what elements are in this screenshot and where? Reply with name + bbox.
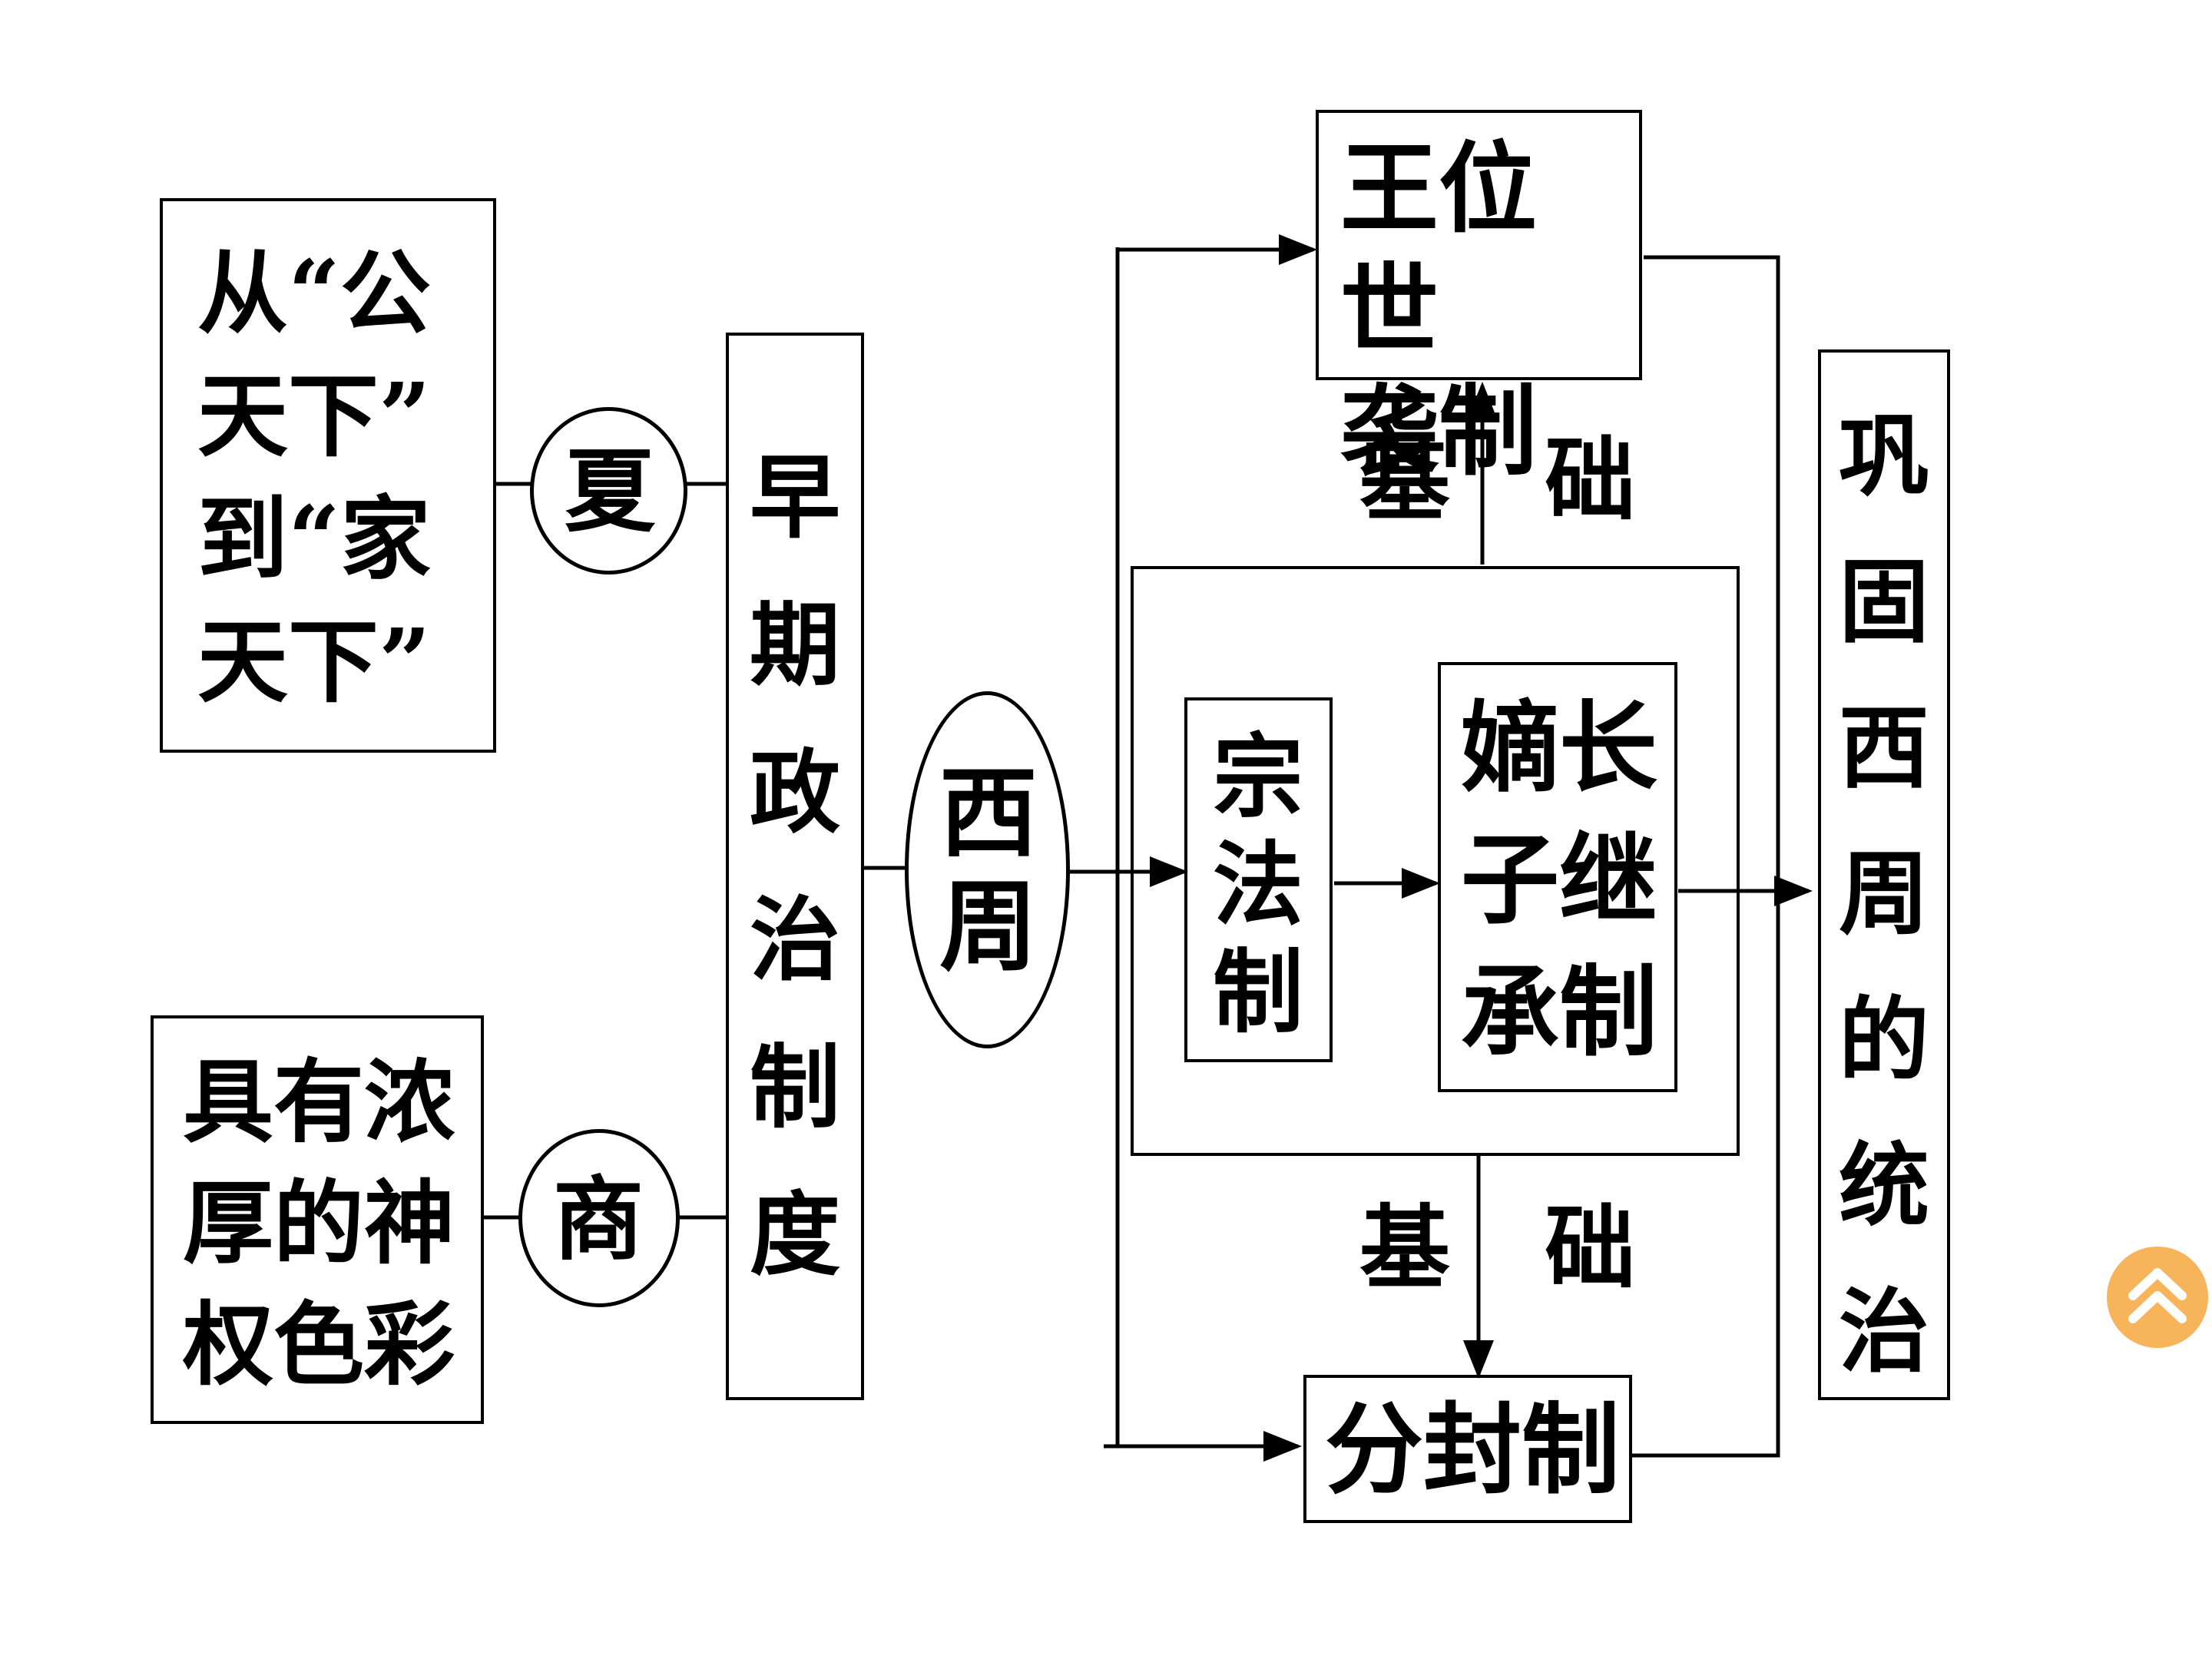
box-enfeoffment: 分封制 — [1303, 1375, 1632, 1523]
xia-oval: 夏 — [530, 407, 687, 575]
box-clan-law: 宗法制 — [1184, 697, 1333, 1062]
scroll-top-button[interactable] — [2107, 1247, 2208, 1348]
shang-oval: 商 — [518, 1129, 680, 1307]
label-clan-law: 宗法制 — [1212, 724, 1303, 1045]
chevron-up-icon — [2128, 1268, 2187, 1323]
label-foundation-top: 基 础 — [1359, 426, 1636, 533]
box-gong-to-jia-tianxia: 从“公 天下” 到“家 天下” — [160, 198, 496, 753]
western-zhou-label: 西 周 — [939, 756, 1038, 985]
label-enfeoffment: 分封制 — [1325, 1392, 1621, 1508]
western-zhou-oval: 西 周 — [905, 691, 1070, 1048]
box-theocratic-color: 具有浓 厚的神 权色彩 — [151, 1015, 484, 1424]
label-hereditary-kingship: 王位世 袭制 — [1340, 131, 1538, 489]
box-consolidate-rule: 巩固西周的统治 — [1818, 349, 1950, 1400]
label-early-political-system: 早期政治制度 — [749, 444, 840, 1288]
box-primogeniture: 嫡长 子继 承制 — [1438, 662, 1677, 1092]
label-gong-to-jia-tianxia: 从“公 天下” 到“家 天下” — [197, 240, 431, 715]
label-foundation-bottom: 基 础 — [1359, 1194, 1636, 1301]
label-primogeniture: 嫡长 子继 承制 — [1461, 690, 1658, 1070]
xia-label: 夏 — [565, 438, 656, 545]
box-hereditary-kingship: 王位世 袭制 — [1316, 110, 1642, 489]
box-clan-system-frame — [1131, 566, 1740, 1156]
shang-label: 商 — [553, 1166, 644, 1273]
box-early-political-system: 早期政治制度 — [726, 333, 864, 1400]
label-consolidate-rule: 巩固西周的统治 — [1838, 402, 1929, 1385]
label-theocratic-color: 具有浓 厚的神 权色彩 — [183, 1048, 455, 1398]
